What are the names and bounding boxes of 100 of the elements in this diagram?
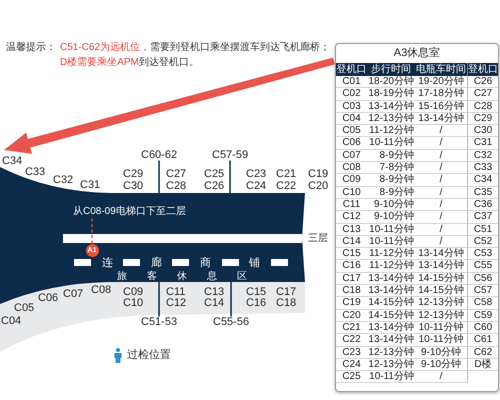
table-cell: C07 (336, 150, 367, 162)
table-cell: C08 (336, 162, 367, 174)
table-cell: C15 (336, 248, 367, 260)
gate-label: C21 (276, 168, 296, 180)
column-header: 登机口 (468, 63, 498, 76)
table-cell: 14-15分钟 (367, 310, 415, 322)
gate-label: C34 (2, 156, 22, 166)
table-cell: C01 (336, 76, 367, 88)
table-cell: C52 (468, 236, 498, 248)
table-cell: C06 (336, 137, 367, 150)
table-cell: 12-13分钟 (367, 346, 415, 359)
table-cell: C56 (468, 272, 498, 286)
table-cell: 14-15分钟 (367, 297, 415, 310)
table-cell: 11-12分钟 (367, 260, 415, 273)
table-cell: C58 (468, 297, 498, 310)
table-cell: C16 (336, 260, 367, 273)
table-cell: C09 (336, 174, 367, 187)
legend-label: 过检位置 (127, 349, 171, 362)
leader-line (230, 282, 232, 316)
table-cell: 12-13分钟 (367, 358, 415, 372)
table-cell: C37 (468, 211, 498, 224)
table-cell: 10-11分钟 (415, 322, 468, 334)
table-cell: 9-10分钟 (415, 346, 468, 359)
table-cell: C18 (336, 285, 367, 298)
gate-label: C16 (246, 298, 266, 308)
gate-label: C09 (123, 286, 144, 298)
table-cell: 14-15分钟 (415, 272, 468, 286)
table-cell: C35 (468, 186, 498, 199)
gate-label: C13 (204, 286, 224, 298)
table-cell: / (415, 224, 468, 236)
table-cell: 10-11分钟 (367, 371, 415, 384)
table-cell: C60 (468, 322, 498, 334)
table-cell: 10-11分钟 (367, 137, 415, 150)
table-cell: 13-14分钟 (367, 334, 415, 347)
table-cell: C33 (468, 162, 498, 174)
gate-label: C12 (166, 298, 186, 308)
table-cell: C12 (336, 211, 367, 224)
table-cell: / (415, 174, 468, 187)
table-cell: C21 (336, 322, 367, 334)
gate-label: C28 (166, 180, 186, 192)
table-cell: 15-16分钟 (415, 100, 468, 113)
table-cell: 9-10分钟 (415, 358, 468, 372)
gate-label: C23 (246, 168, 266, 180)
table-cell: C02 (336, 88, 367, 101)
gate-label: C15 (246, 286, 266, 298)
table-cell: / (415, 125, 468, 138)
table-cell: C20 (336, 310, 367, 322)
table-cell: D楼 (468, 358, 498, 372)
table-cell: C10 (336, 186, 367, 199)
notice-text: C51-C62为远机位，需要到登机口乘坐摆渡车到达飞机廊桥； D楼需要乘坐APM到达登机口。 (60, 42, 330, 69)
leader-line (91, 218, 93, 244)
table-cell: 13-14分钟 (367, 322, 415, 334)
gate-label: C06 (38, 292, 58, 304)
table-cell: 11-12分钟 (367, 248, 415, 260)
table-cell: C14 (336, 236, 367, 248)
table-cell: C24 (336, 358, 367, 372)
panel-title: A3休息室 (392, 46, 442, 61)
table-cell: 17-18分钟 (415, 88, 468, 101)
gate-label: C14 (204, 298, 224, 308)
gate-label: C08 (91, 284, 112, 296)
table-cell: 19-20分钟 (415, 76, 468, 88)
area-label: 铺 (249, 257, 260, 269)
gate-group-label: C55-56 (213, 316, 250, 328)
table-cell: C27 (468, 88, 498, 101)
table-cell: C34 (468, 174, 498, 187)
gate-label: C17 (276, 286, 296, 298)
table-cell: C29 (468, 112, 498, 126)
notice-label: 温馨提示： (6, 42, 56, 54)
column-header: 登机口 (336, 63, 367, 76)
table-cell: / (415, 211, 468, 224)
gate-label: C19 (308, 168, 328, 180)
area-label: 商 (200, 257, 211, 269)
table-cell: 13-14分钟 (415, 112, 468, 126)
table-cell: C36 (468, 198, 498, 212)
table-cell: C05 (336, 125, 367, 138)
table-cell: 13-14分钟 (367, 272, 415, 286)
info-panel (335, 43, 499, 392)
table-cell: C19 (336, 297, 367, 310)
table-cell: C04 (336, 112, 367, 126)
gate-label: C18 (276, 298, 296, 308)
leader-line (158, 160, 160, 193)
gate-label: C22 (276, 180, 296, 192)
table-cell: C55 (468, 260, 498, 273)
table-cell: C57 (468, 285, 498, 298)
table-cell: 12-13分钟 (415, 310, 468, 322)
gate-label: C26 (204, 180, 224, 192)
gate-label: C29 (123, 168, 144, 180)
area-label: 廊 (151, 257, 162, 269)
table-cell: C25 (336, 371, 367, 384)
table-cell: C23 (336, 346, 367, 359)
table-cell: 18-20分钟 (367, 76, 415, 88)
gate-label: C05 (14, 302, 34, 314)
area-label: 连 (102, 257, 113, 269)
table-cell: 10-11分钟 (367, 224, 415, 236)
gate-label: C25 (204, 168, 224, 180)
elevator-note: 从C08-09电梯口下至二层 (73, 206, 186, 218)
table-cell: 8-9分钟 (367, 186, 415, 199)
table-cell: 9-10分钟 (367, 198, 415, 212)
table-cell: 8-9分钟 (367, 150, 415, 162)
table-cell: C51 (468, 224, 498, 236)
